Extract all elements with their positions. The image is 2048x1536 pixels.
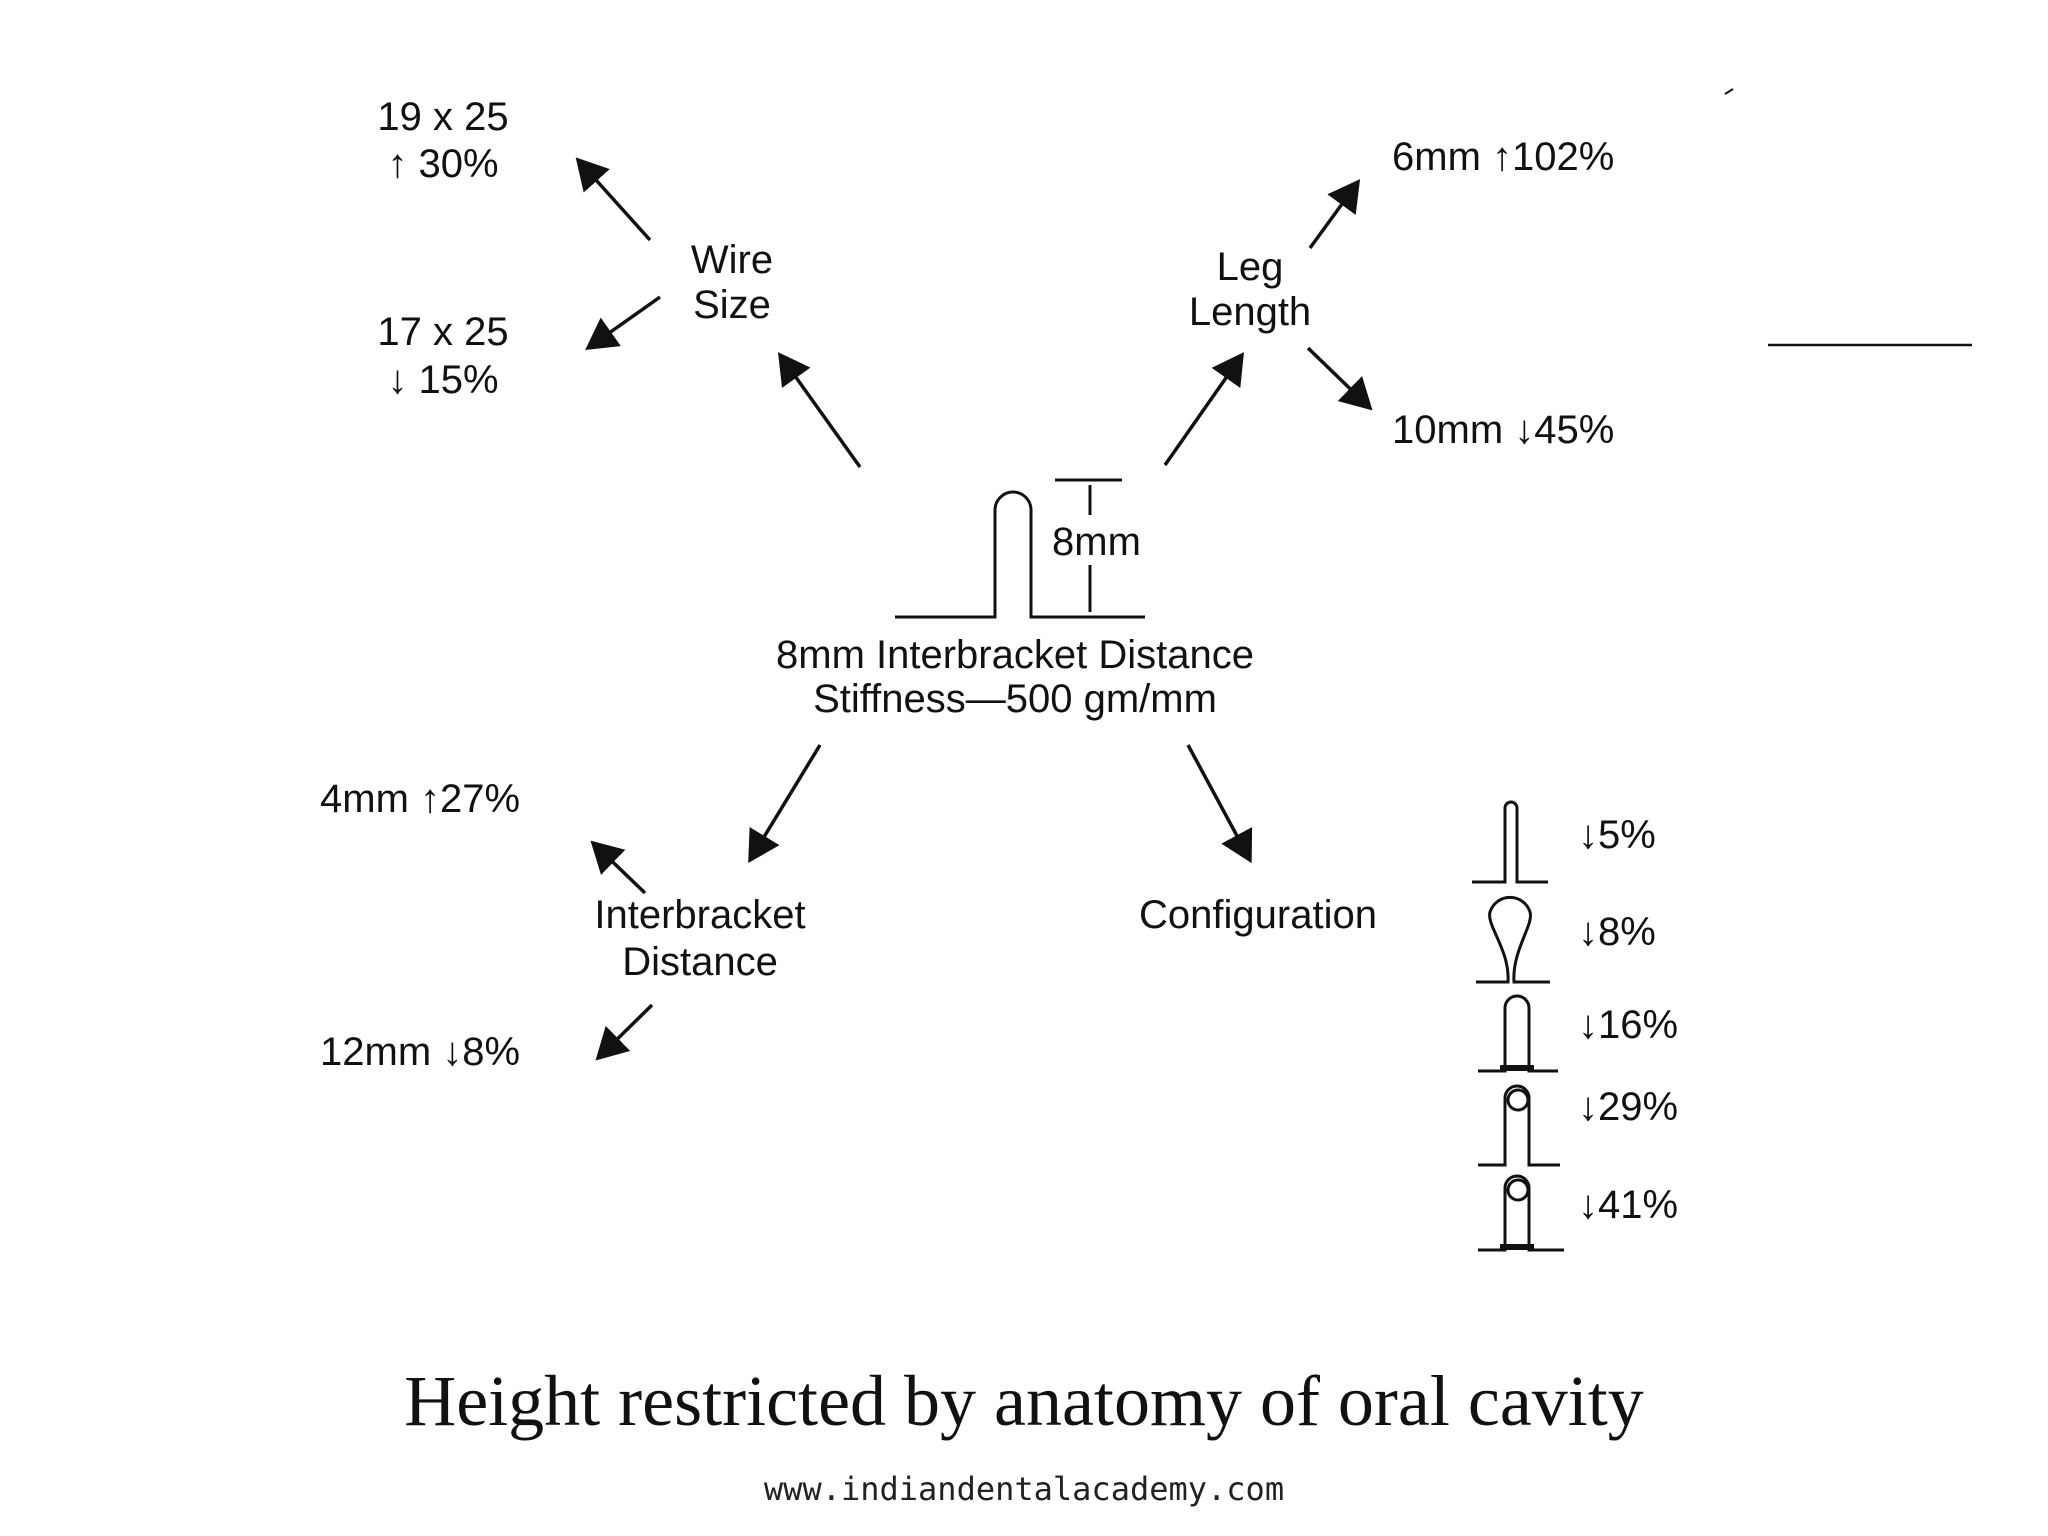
leg-length-label-1: Leg xyxy=(1217,245,1284,289)
config-helix-loop xyxy=(1478,1084,1560,1167)
wire-size-down-value: 17 x 25 xyxy=(377,310,508,354)
arrow-wire-size-up xyxy=(575,157,652,242)
interbracket-up: 4mm ↑27% xyxy=(320,777,520,821)
arrow-to-wire-size xyxy=(777,352,862,469)
config-change-1: ↓5% xyxy=(1578,813,1656,857)
arrow-to-interbracket xyxy=(748,744,822,863)
wire-size-down-change: ↓ 15% xyxy=(387,358,498,402)
arrow-leg-length-down xyxy=(1306,346,1373,411)
arrow-interbracket-up xyxy=(590,840,647,895)
stray-tick xyxy=(1724,88,1734,95)
arrow-to-leg-length xyxy=(1163,352,1245,467)
interbracket-label-2: Distance xyxy=(622,940,778,984)
leg-length-label-2: Length xyxy=(1189,290,1311,334)
footer-url: www.indiandentalacademy.com xyxy=(763,1470,1285,1508)
closed-helix-coil xyxy=(1506,1178,1530,1202)
arrow-leg-length-up xyxy=(1308,179,1361,250)
interbracket-down: 12mm ↓8% xyxy=(320,1030,520,1074)
interbracket-label-1: Interbracket xyxy=(594,893,805,937)
config-change-4: ↓29% xyxy=(1578,1085,1678,1129)
wire-size-label-2: Size xyxy=(693,283,771,327)
config-change-3: ↓16% xyxy=(1578,1003,1678,1047)
wire-size-up-value: 19 x 25 xyxy=(377,95,508,139)
arrow-wire-size-down xyxy=(585,295,662,351)
leg-length-up: 6mm ↑102% xyxy=(1392,135,1614,179)
config-closed-helix-loop xyxy=(1478,1174,1564,1252)
config-narrow-loop xyxy=(1472,800,1548,884)
arrow-to-configuration xyxy=(1186,744,1253,864)
loop-height-label: 8mm xyxy=(1052,520,1141,564)
config-closed-vertical-loop xyxy=(1478,994,1558,1073)
config-teardrop-loop xyxy=(1476,895,1550,984)
leg-length-down: 10mm ↓45% xyxy=(1392,408,1614,452)
center-line-1: 8mm Interbracket Distance xyxy=(776,633,1254,677)
center-loop: 8mm xyxy=(895,478,1145,619)
center-line-2: Stiffness—500 gm/mm xyxy=(813,677,1217,721)
configuration-label: Configuration xyxy=(1139,893,1377,937)
arrow-interbracket-down xyxy=(595,1003,654,1061)
config-change-2: ↓8% xyxy=(1578,910,1656,954)
wire-size-up-change: ↑ 30% xyxy=(387,142,498,186)
slide-caption: Height restricted by anatomy of oral cav… xyxy=(404,1361,1644,1441)
wire-size-label-1: Wire xyxy=(691,238,773,282)
helix-coil xyxy=(1506,1088,1530,1112)
config-change-5: ↓41% xyxy=(1578,1183,1678,1227)
